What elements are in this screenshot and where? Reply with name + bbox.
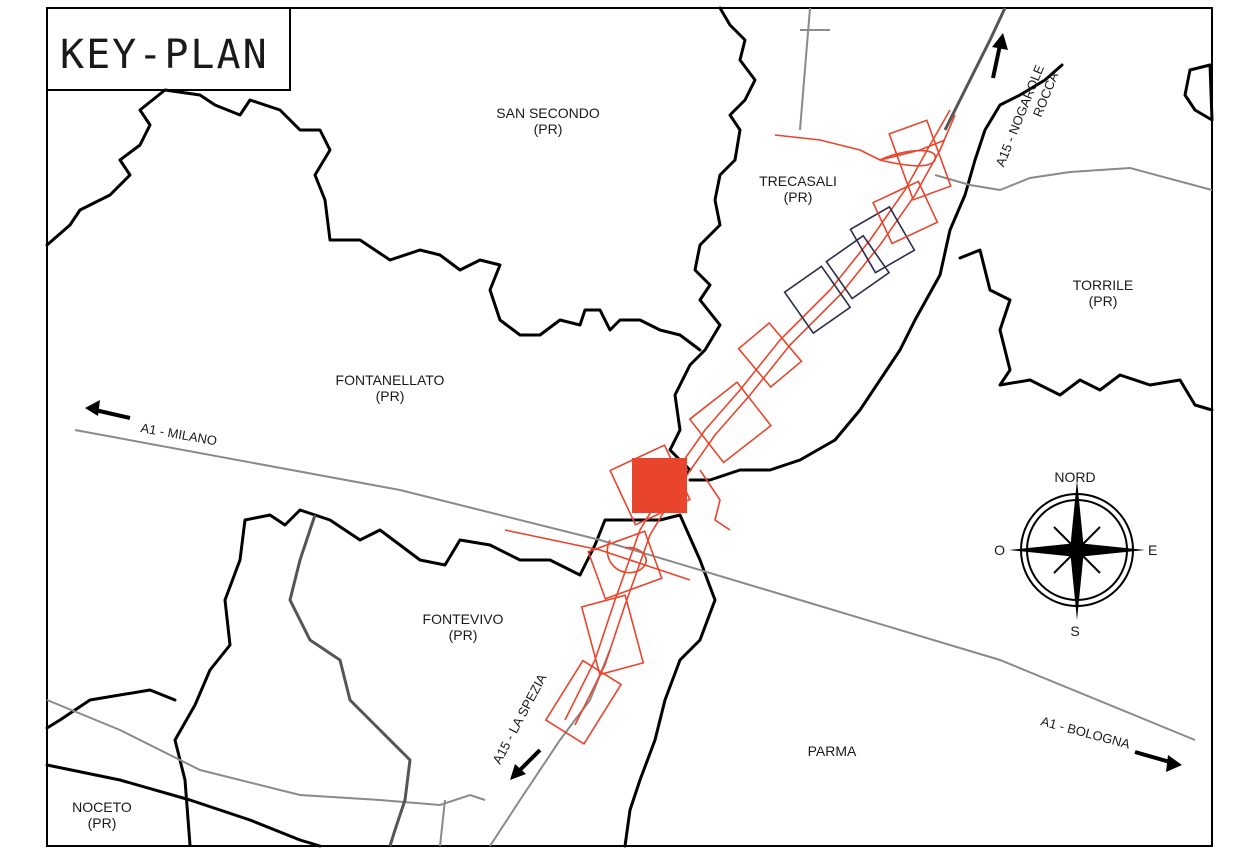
project-alignment-parallel	[574, 114, 956, 726]
sheet-box-6	[737, 321, 803, 389]
a15-motorway-north	[943, 7, 1007, 131]
map-title: KEY-PLAN	[60, 32, 269, 78]
label-trecasali: TRECASALI(PR)	[759, 173, 837, 205]
project-works	[504, 109, 956, 745]
boundary-noceto	[45, 763, 322, 848]
label-fontanellato: FONTANELLATO(PR)	[336, 372, 445, 404]
title-box-border	[47, 8, 291, 91]
label-noceto: NOCETO(PR)	[72, 799, 132, 831]
road-northeast	[934, 166, 1213, 192]
project-block	[632, 458, 687, 513]
arrow-a15-nogarole	[991, 33, 1008, 79]
compass-label-west: O	[994, 542, 1005, 558]
sheet-box-2	[580, 594, 645, 676]
boundary-trecasali-west	[668, 6, 757, 482]
sheet-box-3	[587, 530, 663, 600]
sheet-box-7	[783, 265, 852, 335]
boundary-torrile	[958, 248, 1214, 412]
compass-label-east: E	[1148, 542, 1157, 558]
sheet-box-1	[544, 659, 623, 745]
boundary-fontevivo-west	[45, 688, 177, 730]
road-west-south	[46, 699, 486, 807]
boundary-fontanellato-north	[45, 88, 702, 352]
sheet-box-11	[888, 119, 952, 201]
sheet-box-9	[849, 205, 916, 274]
project-spur-south	[699, 469, 731, 531]
project-west-spur	[774, 134, 946, 161]
compass-rose: NORD S E O	[994, 469, 1157, 639]
road-north-stub	[799, 7, 811, 131]
arrow-a15-la-spezia	[510, 748, 542, 780]
a1-motorway	[74, 429, 1196, 741]
compass-label-south: S	[1070, 623, 1079, 639]
label-fontevivo: FONTEVIVO(PR)	[423, 611, 504, 643]
arrow-a1-bologna	[1134, 750, 1182, 772]
sheet-box-8	[825, 234, 891, 300]
sheet-box-5	[688, 381, 773, 464]
boundary-east-edge	[1183, 63, 1214, 122]
compass-label-north: NORD	[1054, 469, 1095, 485]
label-san-secondo: SAN SECONDO(PR)	[496, 105, 600, 137]
label-parma: PARMA	[808, 743, 857, 759]
road-fontevivo-south	[439, 799, 446, 847]
project-interchange	[606, 539, 647, 574]
arrow-a1-milano	[85, 400, 131, 420]
label-torrile: TORRILE(PR)	[1073, 277, 1133, 309]
boundary-fontevivo-north	[173, 508, 717, 848]
road-fontevivo-winding	[288, 514, 412, 847]
project-alignment-main	[564, 109, 951, 721]
boundary-trecasali-east	[688, 63, 1064, 482]
project-crossroad	[504, 529, 691, 581]
map-frame	[46, 7, 1213, 847]
sheet-box-10	[871, 180, 939, 245]
